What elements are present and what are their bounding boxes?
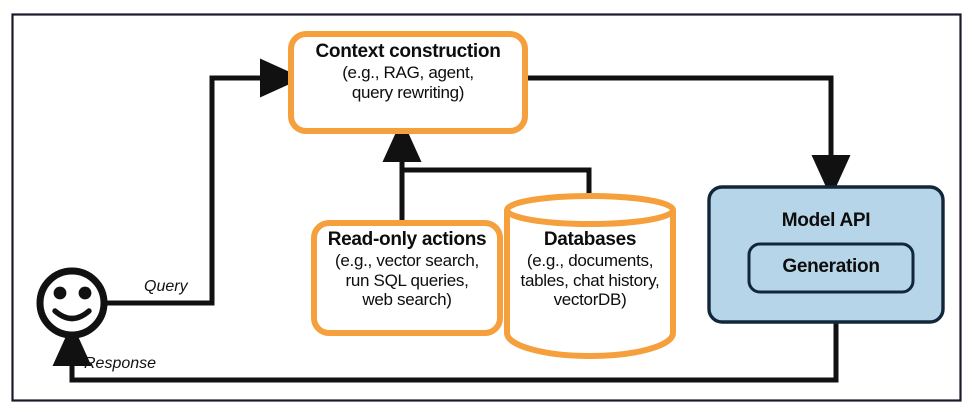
node-generation[interactable] — [747, 242, 915, 294]
cylinder-body — [504, 210, 676, 359]
node-databases[interactable] — [504, 193, 676, 359]
outer-frame — [11, 13, 962, 402]
edge-response — [52, 322, 839, 383]
edge-query — [106, 58, 304, 306]
user-smiley-icon[interactable] — [36, 267, 108, 339]
cylinder-top — [504, 193, 676, 227]
node-read-only-actions[interactable] — [311, 220, 503, 336]
edge-label-query: Query — [144, 278, 188, 295]
edge-context-to-model — [525, 75, 851, 199]
edge-label-response: Response — [84, 355, 157, 372]
node-context-construction[interactable] — [288, 31, 528, 134]
